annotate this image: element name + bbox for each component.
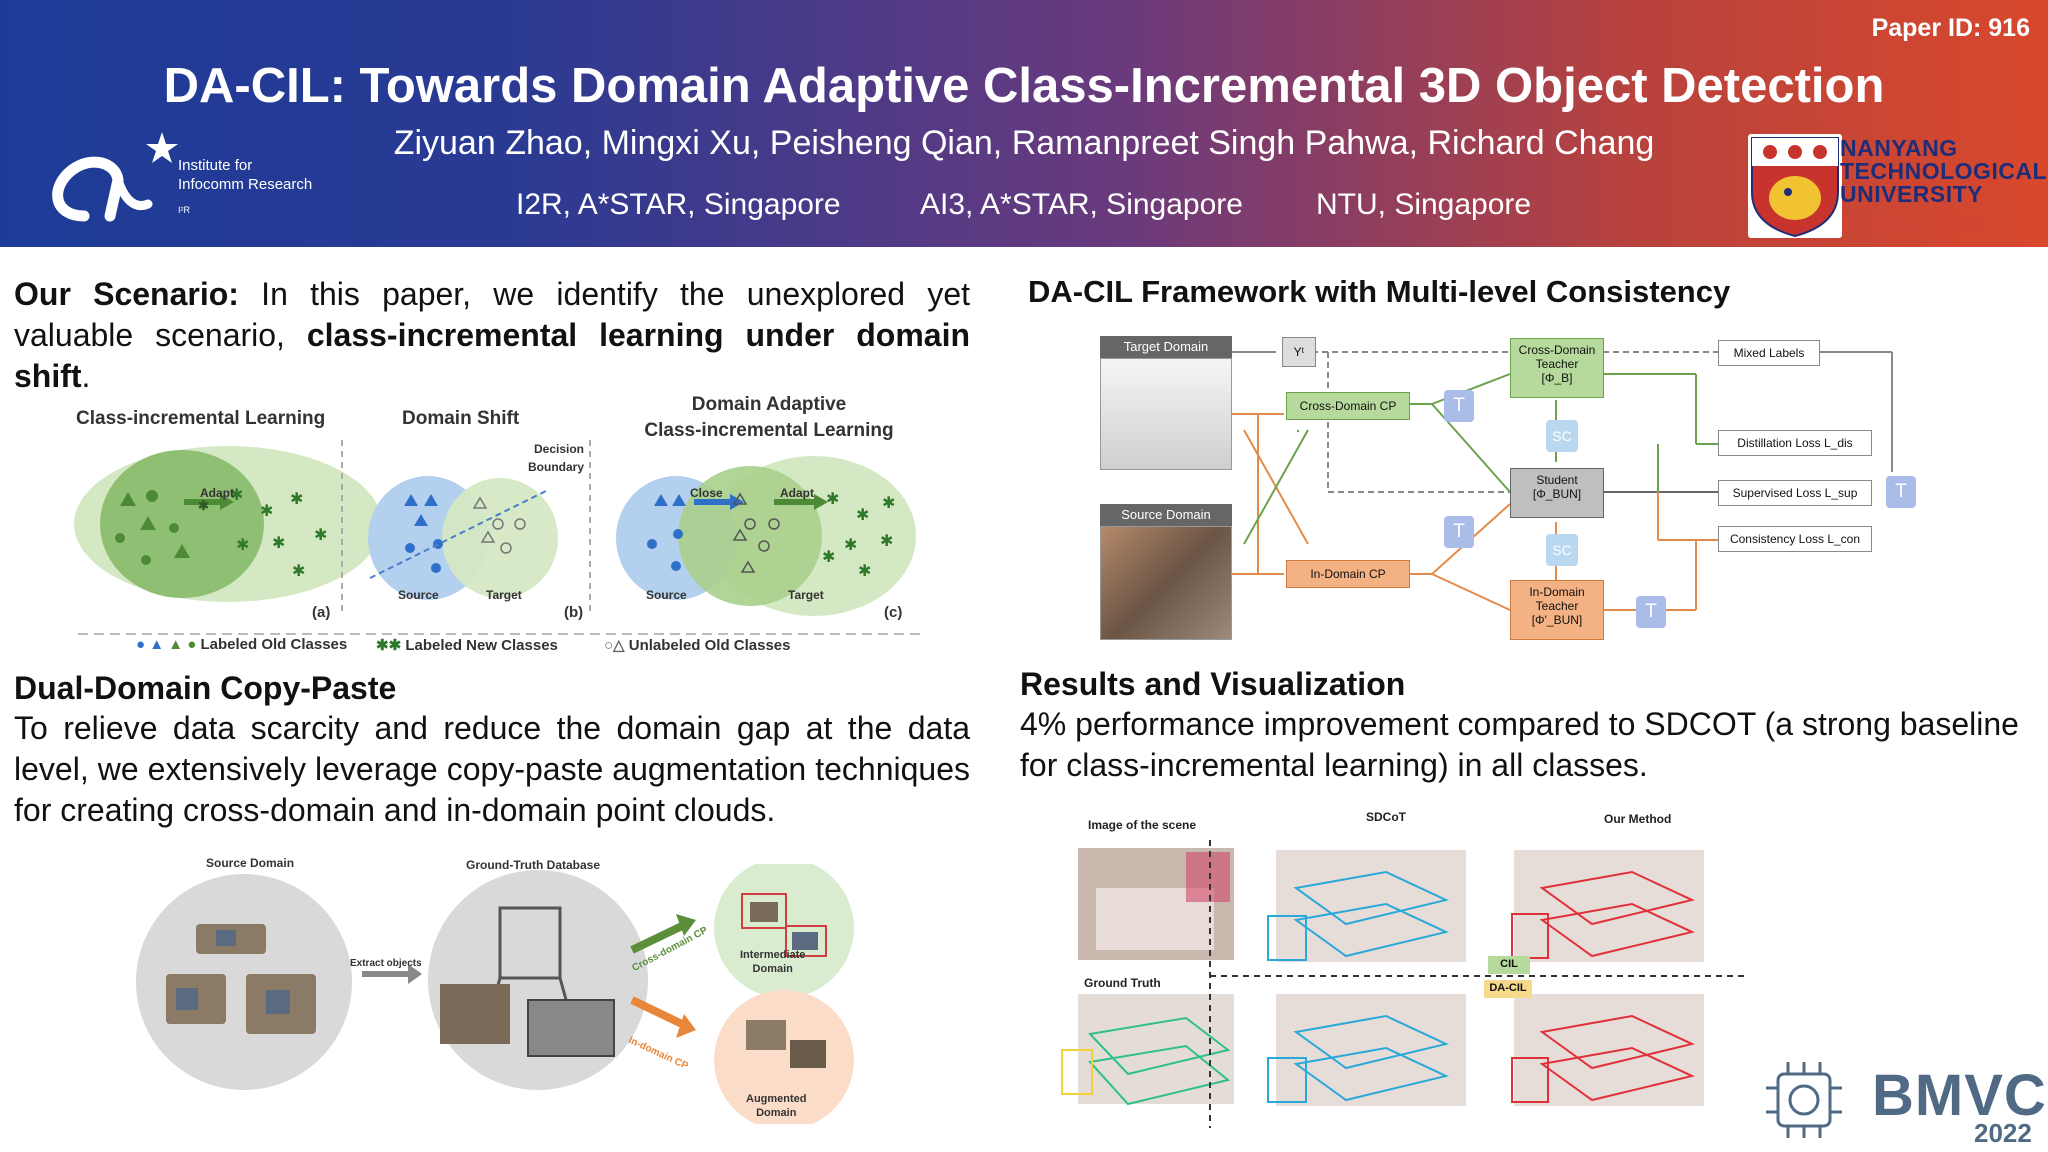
affiliation-i2r: I2R, A*STAR, Singapore <box>516 188 841 221</box>
distillation-loss-box: Distillation Loss L_dis <box>1718 430 1872 456</box>
adapt-label-a: Adapt <box>200 486 234 500</box>
results-heading: Results and Visualization <box>1020 666 1406 702</box>
scenario-lead: Our Scenario: <box>14 276 239 312</box>
astar-logo-icon <box>52 132 178 222</box>
student-box: Student [Φ_BUN] <box>1510 468 1604 518</box>
panel-a-title: Class-incremental Learning <box>76 408 326 429</box>
mixed-labels-box: Mixed Labels <box>1718 340 1820 366</box>
authors: Ziyuan Zhao, Mingxi Xu, Peisheng Qian, R… <box>393 124 1655 162</box>
source-domain-label: Source Domain <box>1100 504 1232 526</box>
t-block-3: T <box>1636 596 1666 628</box>
svg-text:✱: ✱ <box>314 525 327 544</box>
close-label-c: Close <box>690 486 723 500</box>
bmvc-chip-icon <box>1766 1062 1842 1138</box>
in-domain-cp-box: In-Domain CP <box>1286 560 1410 588</box>
target-label-c: Target <box>788 588 824 602</box>
t-block-1: T <box>1444 390 1474 422</box>
poster-title: DA-CIL: Towards Domain Adaptive Class-In… <box>163 59 1885 113</box>
scenario-paragraph: Our Scenario: In this paper, we identify… <box>14 274 970 397</box>
bmvc-name: BMVC <box>1872 1063 2047 1128</box>
in-domain-teacher: In-Domain Teacher [Φ'_BUN] <box>1510 580 1604 640</box>
supervised-loss-box: Supervised Loss L_sup <box>1718 480 1872 506</box>
panel-b-title: Domain Shift <box>402 408 520 429</box>
dacil-tag: DA-CIL <box>1489 982 1527 994</box>
our-method-label: Our Method <box>1604 812 1672 826</box>
svg-text:✱: ✱ <box>260 501 273 520</box>
source-domain-scene <box>1100 526 1232 640</box>
i2r-logo-text: Institute for Infocomm Research <box>178 157 313 193</box>
yt-box: Yᵗ <box>1282 337 1316 367</box>
source-label-c: Source <box>646 588 687 602</box>
svg-text:✱: ✱ <box>880 531 893 550</box>
target-domain-label: Target Domain <box>1100 336 1232 358</box>
affiliation-ntu: NTU, Singapore <box>1316 188 1532 221</box>
ntu-logo-name: NANYANG TECHNOLOGICAL UNIVERSITY <box>1840 135 2048 207</box>
bmvc-year: 2022 <box>1974 1118 2032 1148</box>
sdcot-label: SDCoT <box>1366 810 1406 824</box>
legend-unlabeled: ○△ Unlabeled Old Classes <box>604 637 791 654</box>
results-text: 4% performance improvement compared to S… <box>1020 706 2019 783</box>
legend-new: ✱✱ Labeled New Classes <box>376 637 558 654</box>
i2r-logo-sub: I²R <box>178 205 190 215</box>
svg-text:✱: ✱ <box>290 489 303 508</box>
cp-extract: Extract objects <box>350 958 422 969</box>
svg-text:✱: ✱ <box>272 533 285 552</box>
ntu-crest-icon <box>1748 134 1842 238</box>
legend-old: ● ▲ ▲ ● Labeled Old Classes <box>136 636 348 653</box>
copy-paste-heading: Dual-Domain Copy-Paste <box>14 670 397 706</box>
poster-header <box>0 0 2048 247</box>
svg-text:✱: ✱ <box>858 561 871 580</box>
svg-text:✱: ✱ <box>882 493 895 512</box>
copy-paste-text: To relieve data scarcity and reduce the … <box>14 710 970 828</box>
target-label-b: Target <box>486 588 522 602</box>
svg-text:✱: ✱ <box>292 561 305 580</box>
scenario-illustration: ✱ ✱✱✱✱✱✱✱ ✱✱✱✱✱✱✱ <box>74 440 926 635</box>
cp-source-domain: Source Domain <box>206 856 295 870</box>
scenario-text-1: In this paper, we identify the unexplore… <box>14 276 971 353</box>
ground-truth-label: Ground Truth <box>1084 976 1161 990</box>
sc-block-2: SC <box>1546 534 1578 566</box>
svg-text:✱: ✱ <box>236 535 249 554</box>
scenario-text-2: . <box>81 358 91 394</box>
results-visualization <box>1061 840 1746 1128</box>
affiliation-ai3: AI3, A*STAR, Singapore <box>920 188 1243 221</box>
t-block-2: T <box>1444 516 1474 548</box>
panel-b-label: (b) <box>564 604 584 621</box>
framework-heading: DA-CIL Framework with Multi-level Consis… <box>1028 274 1731 309</box>
copy-paste-illustration <box>136 864 854 1124</box>
panel-c-title: Domain Adaptive Class-incremental Learni… <box>644 394 894 441</box>
consistency-loss-box: Consistency Loss L_con <box>1718 526 1872 552</box>
cross-domain-teacher: Cross-Domain Teacher [Φ_B] <box>1510 338 1604 398</box>
scenario-bold: class-incremental learning under domain … <box>14 317 970 394</box>
cp-gt-database: Ground-Truth Database <box>466 858 601 872</box>
svg-text:✱: ✱ <box>826 489 839 508</box>
decision-boundary-label: Decision Boundary <box>528 442 585 474</box>
svg-text:✱: ✱ <box>822 547 835 566</box>
sc-block-1: SC <box>1546 420 1578 452</box>
ntu-logo-sub: SINGAPORE <box>1842 215 1990 234</box>
svg-text:✱: ✱ <box>856 505 869 524</box>
t-block-4: T <box>1886 476 1916 508</box>
target-domain-scene <box>1100 358 1232 470</box>
panel-a-label: (a) <box>312 604 331 621</box>
panel-c-label: (c) <box>884 604 903 621</box>
panel-a-stars: ✱ <box>198 498 209 513</box>
scene-image-label: Image of the scene <box>1088 818 1197 832</box>
svg-text:✱: ✱ <box>844 535 857 554</box>
cp-augmented: Augmented Domain <box>746 1093 807 1119</box>
svg-text:✱: ✱ <box>230 485 243 504</box>
adapt-label-c: Adapt <box>780 486 814 500</box>
paper-id: Paper ID: 916 <box>1871 14 2030 42</box>
cil-tag: CIL <box>1500 958 1518 970</box>
source-label-b: Source <box>398 588 439 602</box>
cross-domain-cp-box: Cross-Domain CP <box>1286 392 1410 420</box>
cp-intermediate: Intermediate Domain <box>740 949 806 975</box>
